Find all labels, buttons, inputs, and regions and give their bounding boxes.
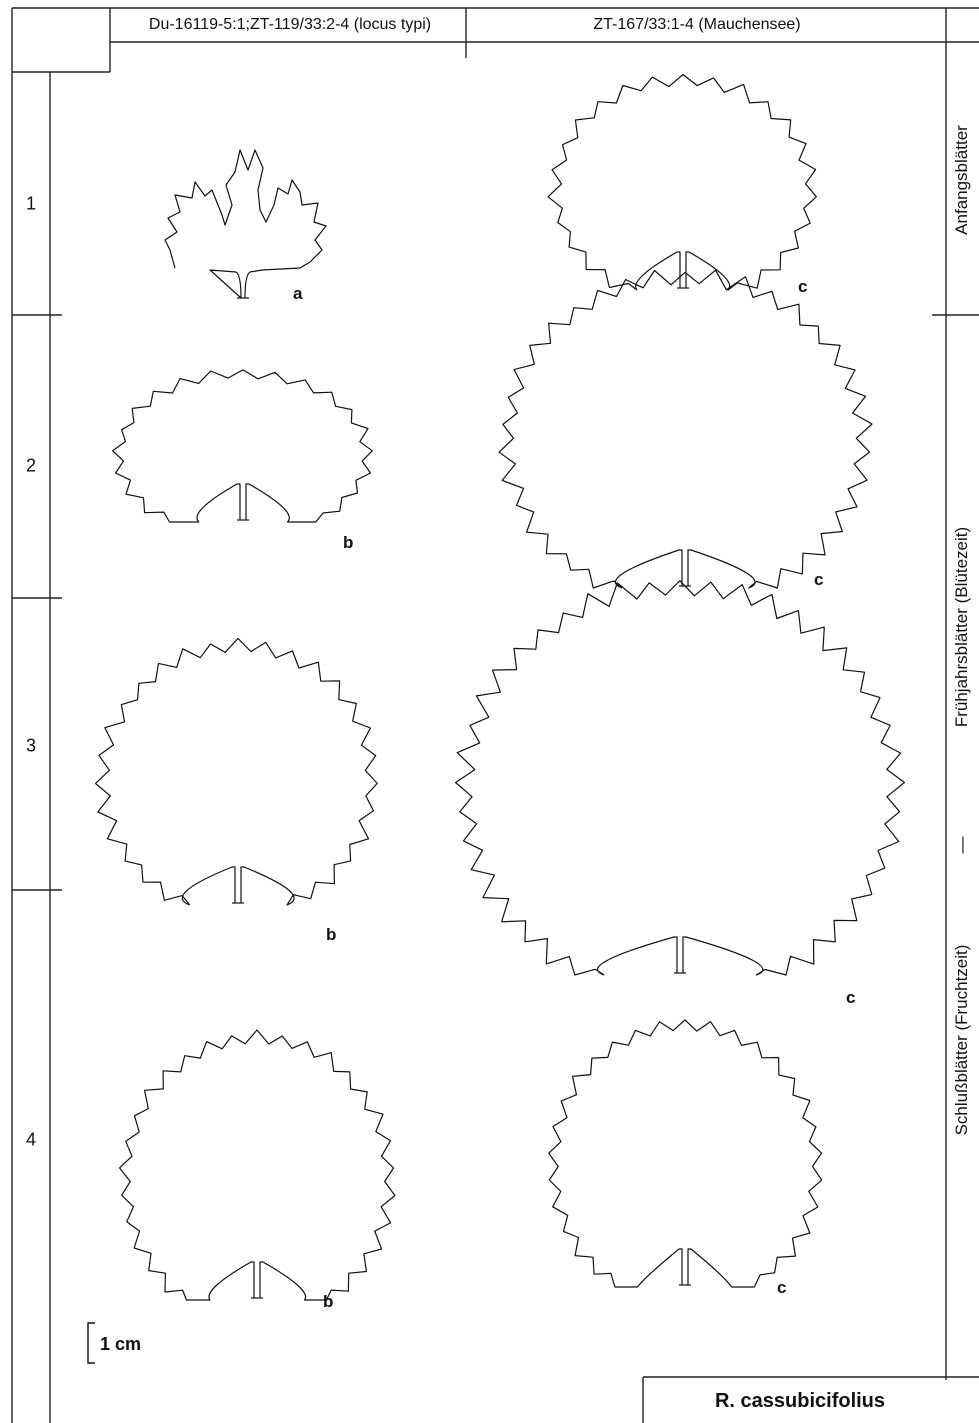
leaf-outline-r3c1 (96, 638, 378, 905)
row-number-3: 3 (26, 736, 36, 757)
leaf-label-r3c1: b (326, 925, 336, 945)
leaf-label-r3c2: c (846, 988, 855, 1008)
leaf-label-r1c1: a (293, 284, 302, 304)
side-label-schlussblaetter: Schlußblätter (Fruchtzeit) (952, 945, 972, 1136)
side-label-dash: — (952, 837, 972, 854)
scale-bar-label: 1 cm (100, 1334, 141, 1355)
row-number-4: 4 (26, 1130, 36, 1151)
column-header-mauchensee: ZT-167/33:1-4 (Mauchensee) (593, 16, 800, 34)
leaf-label-r4c2: c (777, 1278, 786, 1298)
column-header-locus-typi: Du-16119-5:1;ZT-119/33:2-4 (locus typi) (149, 16, 431, 34)
leaf-label-r2c1: b (343, 533, 353, 553)
scale-bar (88, 1323, 95, 1363)
scale-bar-bracket (88, 1323, 95, 1363)
leaf-outline-r2c2 (499, 270, 872, 588)
leaf-label-r2c2: c (814, 570, 823, 590)
side-label-anfangsblaetter: Anfangsblätter (952, 125, 972, 235)
side-label-fruehjahrsblaetter: Frühjahrsblätter (Blütezeit) (952, 527, 972, 727)
leaf-outline-r2c1 (113, 370, 373, 522)
row-number-1: 1 (26, 194, 36, 215)
row-number-2: 2 (26, 456, 36, 477)
species-name: R. cassubicifolius (715, 1390, 885, 1413)
leaf-outline-r1c1 (165, 150, 326, 298)
leaf-outline-r4c1 (120, 1030, 395, 1300)
leaf-outline-r4c2 (549, 1020, 822, 1287)
leaf-label-r4c1: b (323, 1292, 333, 1312)
leaf-label-r1c2: c (798, 277, 807, 297)
table-grid (12, 8, 979, 1423)
leaf-outline-r3c2 (456, 581, 905, 975)
leaf-outline-r1c2 (548, 75, 816, 291)
